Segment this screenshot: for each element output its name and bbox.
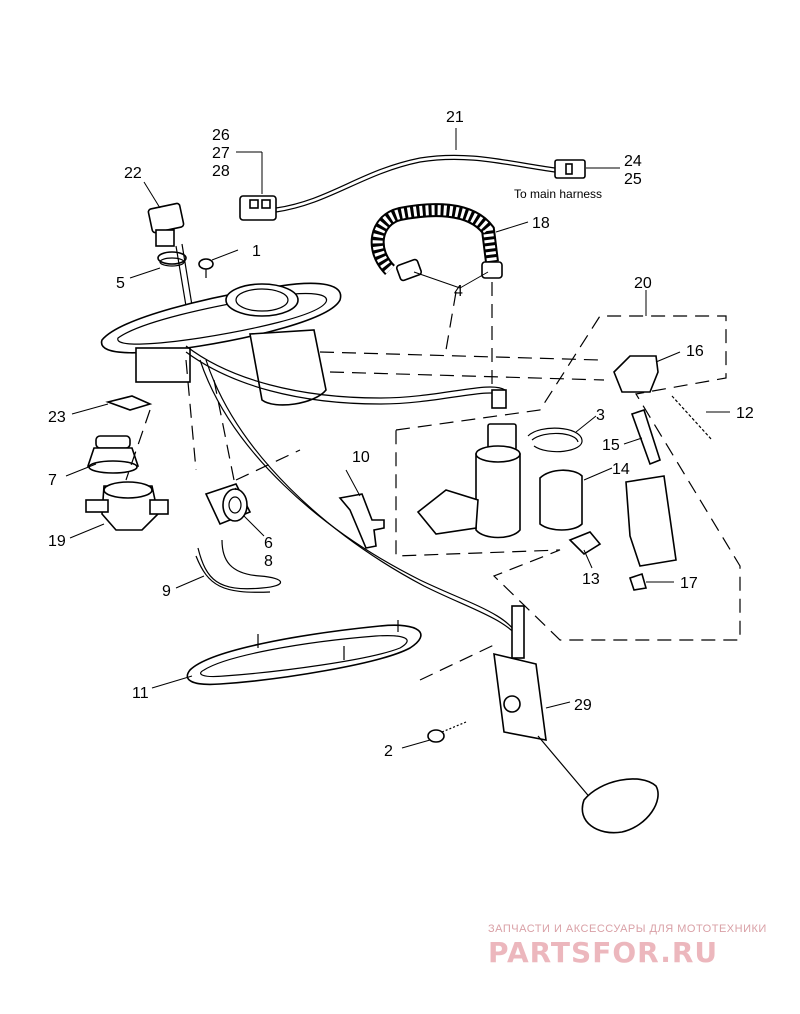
callout-8: 8 xyxy=(264,553,273,570)
part-pump-bracket xyxy=(625,475,677,567)
callout-3: 3 xyxy=(596,407,605,424)
callout-25: 25 xyxy=(624,171,642,188)
callout-13: 13 xyxy=(582,571,600,588)
callout-27: 27 xyxy=(212,145,230,162)
callout-1: 1 xyxy=(252,243,261,260)
part-2-screw xyxy=(427,721,467,743)
callout-22: 22 xyxy=(124,165,142,182)
callout-23: 23 xyxy=(48,409,66,426)
callout-24: 24 xyxy=(624,153,642,170)
part-13-grommet xyxy=(568,531,602,556)
alignment-lines xyxy=(125,282,605,681)
callout-2: 2 xyxy=(384,743,393,760)
part-14-sleeve xyxy=(539,469,583,531)
part-23-clip xyxy=(105,395,153,411)
part-15-rod xyxy=(630,408,661,466)
part-7-pressure-regulator xyxy=(86,435,140,474)
part-20-assembly-outline xyxy=(395,315,741,641)
callout-12: 12 xyxy=(736,405,754,422)
watermark-tagline: ЗАПЧАСТИ И АКСЕССУАРЫ ДЛЯ МОТОТЕХНИКИ xyxy=(488,923,767,935)
part-5-o-ring xyxy=(159,257,185,267)
callout-10: 10 xyxy=(352,449,370,466)
callout-20: 20 xyxy=(634,275,652,292)
callout-11: 11 xyxy=(132,685,149,702)
callout-6: 6 xyxy=(264,535,273,552)
part-16-top-bracket xyxy=(613,355,659,393)
part-6-filter xyxy=(204,483,252,526)
pump-flange xyxy=(100,282,506,406)
part-1-screw xyxy=(198,258,214,278)
callout-9: 9 xyxy=(162,583,171,600)
callout-15: 15 xyxy=(602,437,620,454)
part-18-corrugated-hose xyxy=(370,203,503,282)
part-3-clamp xyxy=(527,427,583,453)
callout-17: 17 xyxy=(680,575,698,592)
callout-19: 19 xyxy=(48,533,66,550)
callout-21: 21 xyxy=(446,109,464,126)
callout-29: 29 xyxy=(574,697,592,714)
callout-18: 18 xyxy=(532,215,550,232)
callout-14: 14 xyxy=(612,461,630,478)
callout-4: 4 xyxy=(454,283,463,300)
part-11-gasket xyxy=(186,620,422,686)
part-19-regulator-housing xyxy=(85,481,169,531)
callout-labels: 1 2 3 4 5 6 7 8 9 10 11 12 13 14 15 16 1… xyxy=(48,109,754,760)
callout-26: 26 xyxy=(212,127,230,144)
part-8-hose xyxy=(197,539,282,590)
watermark-brand: PARTSFOR.RU xyxy=(488,936,718,969)
part-12-spring xyxy=(671,395,713,441)
part-21-wiring-harness xyxy=(239,154,586,221)
part-17-nut xyxy=(628,572,648,591)
watermark: ЗАПЧАСТИ И АКСЕССУАРЫ ДЛЯ МОТОТЕХНИКИ PA… xyxy=(488,923,767,969)
leader-lines xyxy=(65,128,730,749)
part-29-fuel-level-sender xyxy=(199,359,659,834)
fuel-pump-body xyxy=(416,389,521,539)
callout-28: 28 xyxy=(212,163,230,180)
callout-16: 16 xyxy=(686,343,704,360)
note-to-main-harness: To main harness xyxy=(514,187,602,201)
part-10-bracket xyxy=(338,493,385,549)
callout-7: 7 xyxy=(48,472,57,489)
part-9-wire xyxy=(195,555,271,593)
callout-5: 5 xyxy=(116,275,125,292)
